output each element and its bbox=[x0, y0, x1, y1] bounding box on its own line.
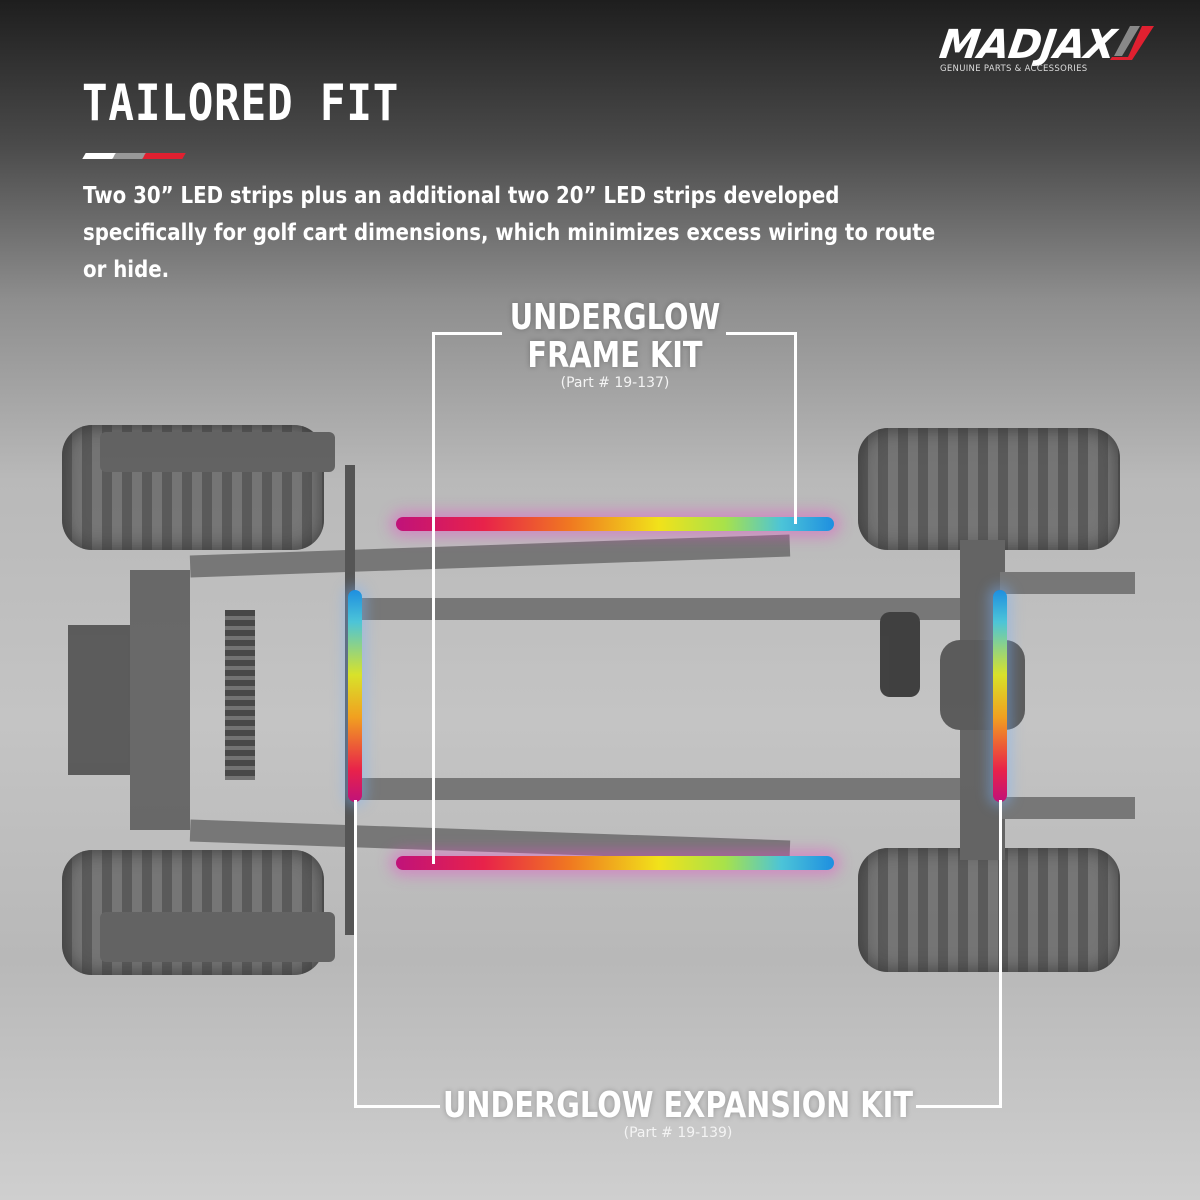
logo-tagline: GENUINE PARTS & ACCESSORIES bbox=[940, 64, 1088, 74]
madjax-logo: MADJAX GENUINE PARTS & ACCESSORIES bbox=[937, 22, 1160, 77]
expansion-kit-part-number: (Part # 19-139) bbox=[623, 1125, 733, 1141]
description: Two 30” LED strips plus an additional tw… bbox=[83, 183, 936, 283]
expansion-kit-label: UNDERGLOW EXPANSION KIT (Part # 19-139) bbox=[378, 1085, 978, 1142]
frame-led-strip-top bbox=[396, 517, 834, 531]
page-title: TAILORED FIT bbox=[82, 74, 400, 132]
frame-kit-label: UNDERGLOW FRAME KIT (Part # 19-137) bbox=[465, 297, 765, 392]
frame-kit-title-line1: UNDERGLOW bbox=[509, 297, 721, 338]
frame-kit-title-line2: FRAME KIT bbox=[527, 335, 703, 376]
expansion-kit-title: UNDERGLOW EXPANSION KIT bbox=[443, 1085, 913, 1126]
expansion-led-strip-front bbox=[348, 590, 362, 802]
frame-led-strip-bottom bbox=[396, 856, 834, 870]
expansion-led-strip-rear bbox=[993, 590, 1007, 802]
frame-kit-part-number: (Part # 19-137) bbox=[560, 375, 670, 391]
logo-stripes-icon bbox=[1110, 26, 1154, 60]
